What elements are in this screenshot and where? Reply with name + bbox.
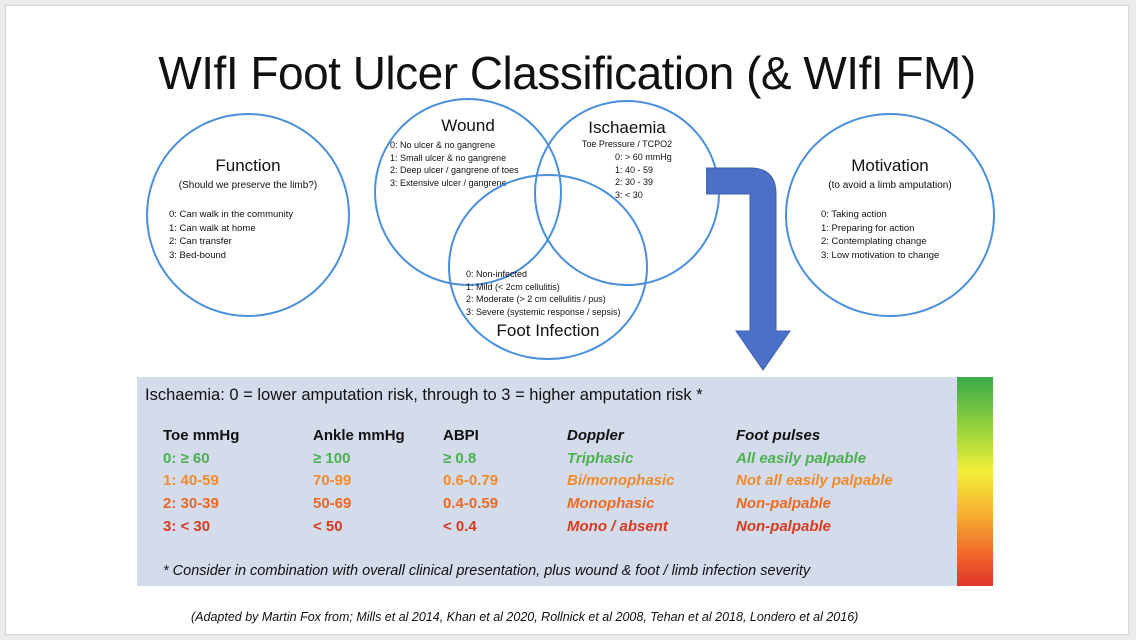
table-cell: ≥ 0.8 [443,450,477,467]
table-cell: < 0.4 [443,518,477,535]
wound-list: 0: No ulcer & no gangrene 1: Small ulcer… [390,139,519,189]
table-cell: Not all easily palpable [736,472,893,489]
table-cell: Mono / absent [567,518,668,535]
table-cell: 0.6-0.79 [443,472,499,489]
risk-gradient-bar [957,377,993,586]
list-item: 1: 40 - 59 [615,164,654,175]
header-toe: Toe mmHg [163,427,240,444]
table-cell: 3: < 30 [163,518,211,535]
header-doppler: Doppler [567,427,624,444]
table-cell: Bi/monophasic [567,472,675,489]
table-cell: ≥ 100 [313,450,351,467]
slide-title: WIfI Foot Ulcer Classification (& WIfI F… [158,47,976,99]
down-arrow-icon [706,167,791,371]
slide: WIfI Foot Ulcer Classification (& WIfI F… [6,6,1128,634]
function-list: 0: Can walk in the community 1: Can walk… [169,208,293,262]
list-item: 3: Low motivation to change [821,249,940,261]
list-item: 0: > 60 mmHg [615,152,672,162]
table-cell: 50-69 [313,495,352,512]
function-circle [146,113,350,317]
list-item: 0: Taking action [821,209,887,220]
motivation-title: Motivation [851,156,929,175]
table-cell: Triphasic [567,450,634,467]
list-item: 3: Extensive ulcer / gangrene [390,177,507,188]
motivation-circle [785,113,995,317]
table-cell: 0: ≥ 60 [163,450,210,467]
list-item: 0: Non-infected [466,269,528,279]
function-subtitle: (Should we preserve the limb?) [178,180,318,191]
table-cell: All easily palpable [736,450,867,467]
table-cell: Non-palpable [736,518,832,535]
list-item: 1: Small ulcer & no gangrene [390,152,507,163]
table-cell: Non-palpable [736,495,832,512]
list-item: 3: Bed-bound [169,249,227,261]
table-cell: 70-99 [313,472,352,489]
motivation-list: 0: Taking action 1: Preparing for action… [821,208,939,262]
list-item: 2: Moderate (> 2 cm cellulitis / pus) [466,294,606,304]
table-cell: 2: 30-39 [163,495,219,512]
header-ankle: Ankle mmHg [313,427,405,444]
list-item: 1: Can walk at home [169,222,256,234]
panel-title: Ischaemia: 0 = lower amputation risk, th… [145,386,703,404]
ischaemia-subtitle: Toe Pressure / TCPO2 [581,139,673,149]
ischaemia-list: 0: > 60 mmHg 1: 40 - 59 2: 30 - 39 3: < … [615,151,672,201]
infection-circle [448,174,648,360]
footer-citation: (Adapted by Martin Fox from; Mills et al… [191,610,859,624]
header-abpi: ABPI [443,427,479,444]
list-item: 1: Mild (< 2cm cellulitis) [466,281,560,292]
list-item: 0: No ulcer & no gangrene [390,140,496,150]
list-item: 1: Preparing for action [821,222,915,234]
list-item: 0: Can walk in the community [169,209,294,220]
list-item: 3: Severe (systemic response / sepsis) [466,306,621,317]
list-item: 2: Deep ulcer / gangrene of toes [390,165,519,175]
header-foot-pulses: Foot pulses [736,427,821,444]
infection-title: Foot Infection [496,321,600,340]
panel-note: * Consider in combination with overall c… [163,563,811,579]
function-title: Function [215,156,281,175]
ischaemia-panel [137,377,960,586]
wound-title: Wound [441,116,495,135]
ischaemia-title: Ischaemia [588,118,666,137]
motivation-subtitle: (to avoid a limb amputation) [828,180,952,191]
table-cell: 0.4-0.59 [443,495,499,512]
list-item: 2: 30 - 39 [615,177,654,187]
list-item: 2: Contemplating change [821,236,927,247]
table-cell: 1: 40-59 [163,472,219,489]
infection-list: 0: Non-infected 1: Mild (< 2cm celluliti… [466,268,621,318]
list-item: 2: Can transfer [169,236,232,247]
table-cell: < 50 [313,518,343,535]
list-item: 3: < 30 [615,189,643,200]
table-cell: Monophasic [567,495,655,512]
